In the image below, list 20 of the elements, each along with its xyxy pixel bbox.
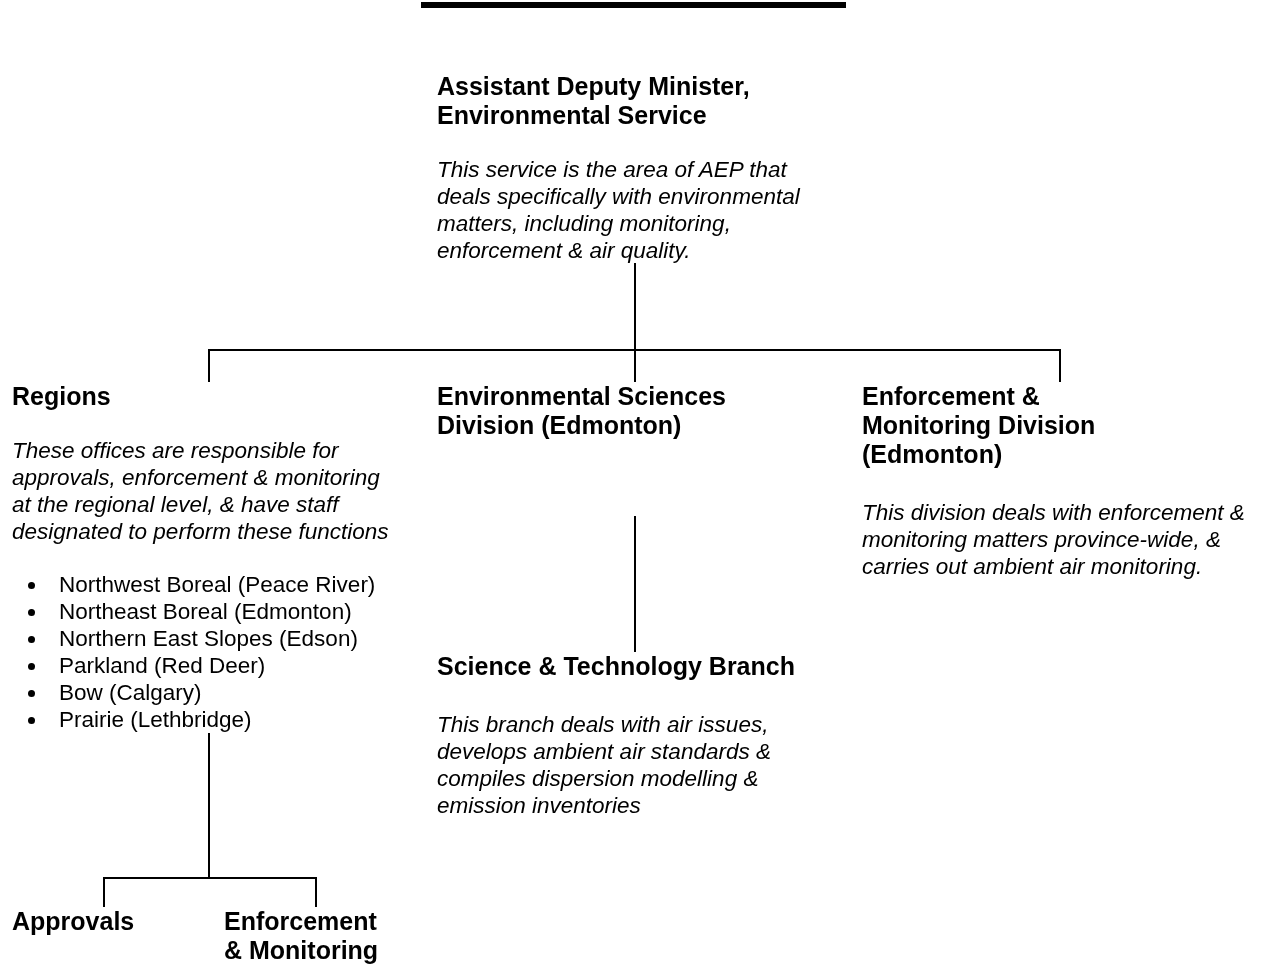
region-list-item: Parkland (Red Deer) — [59, 653, 266, 678]
connector-line — [208, 732, 317, 908]
unit-heading: Approvals — [12, 907, 136, 936]
region-list-item: Northern East Slopes (Edson) — [59, 626, 358, 651]
unit-description: This branch deals with air issues, develops ambient air standards & compiles dispersion modelling & emission inventories — [437, 711, 772, 819]
unit-heading: Environmental Sciences Division (Edmonton) — [437, 382, 727, 440]
unit-heading: Enforcement & Monitoring Division (Edmonton) — [862, 382, 1097, 469]
unit-heading: Assistant Deputy Minister, Environmental Service — [437, 72, 751, 130]
region-list-item: Northeast Boreal (Edmonton) — [59, 599, 352, 624]
unit-heading: Science & Technology Branch — [437, 652, 796, 681]
region-list-item: Northwest Boreal (Peace River) — [59, 572, 376, 597]
unit-heading: Regions — [12, 382, 112, 411]
unit-heading: Enforcement & Monitoring — [224, 907, 380, 965]
region-list-item: Bow (Calgary) — [59, 680, 202, 705]
unit-description: This service is the area of AEP that deals specifically with environmental matters, including monitoring, enforcement & air quality. — [437, 156, 802, 264]
connector-line — [634, 262, 1061, 383]
connector-line — [634, 515, 636, 653]
unit-description: This division deals with enforcement & monitoring matters province-wide, & carries out ambient air monitoring. — [862, 499, 1246, 580]
unit-description: These offices are responsible for approvals, enforcement & monitoring at the regional level, & have staff designated to perform these functions — [12, 437, 390, 545]
region-list-item: Prairie (Lethbridge) — [59, 707, 252, 732]
